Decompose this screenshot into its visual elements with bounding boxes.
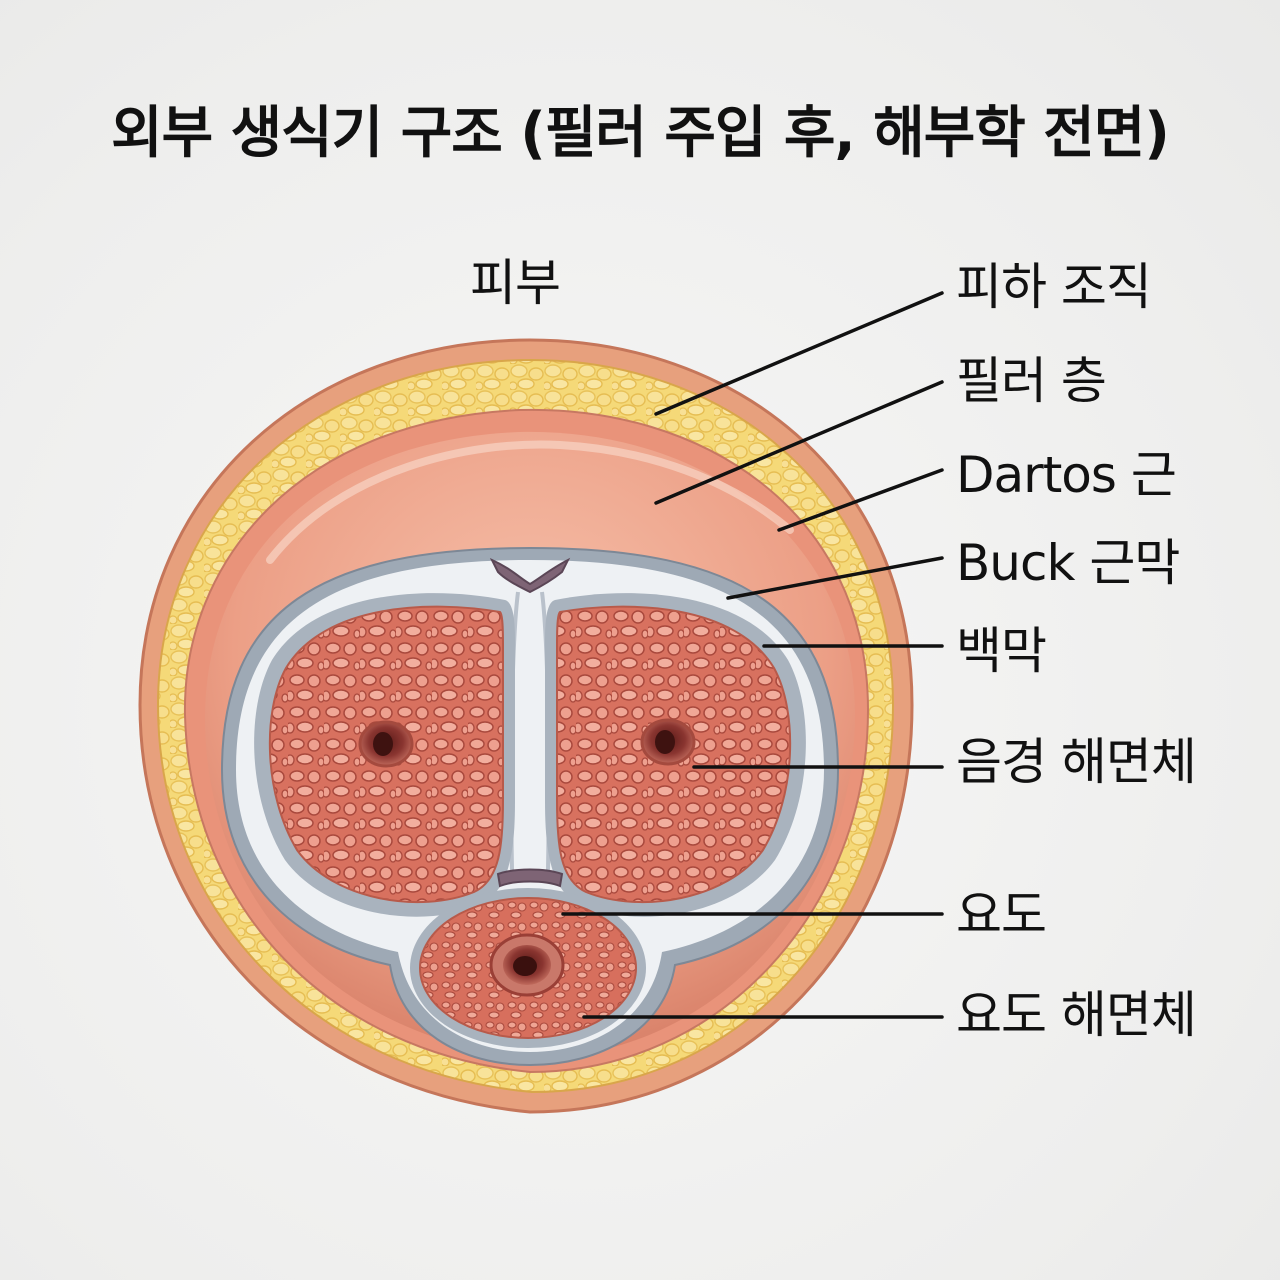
label-tunica: 백막 [956, 622, 1047, 680]
label-skin: 피부 [470, 254, 561, 312]
label-urethra: 요도 [956, 886, 1047, 944]
corpus-cavernosum-right [545, 593, 806, 917]
label-corpus-spongiosum: 요도 해면체 [956, 986, 1197, 1044]
leader-subcutaneous [654, 291, 944, 416]
corpus-cavernosum-left [254, 593, 515, 917]
diagram-title: 외부 생식기 구조 (필러 주입 후, 해부학 전면) [111, 101, 1170, 166]
label-filler-layer: 필러 층 [956, 352, 1107, 410]
ventral-vessel [496, 868, 564, 888]
dorsal-vein [489, 557, 571, 594]
label-bucks-fascia: Buck 근막 [956, 534, 1180, 592]
leader-filler [654, 380, 944, 505]
label-subcutaneous: 피하 조직 [956, 258, 1152, 316]
urethra [489, 933, 565, 997]
leader-lines [561, 291, 944, 1019]
label-corpus-cavernosum: 음경 해면체 [956, 733, 1197, 791]
leader-bucks [726, 556, 944, 600]
label-dartos: Dartos 근 [956, 446, 1177, 504]
leader-dartos [777, 468, 944, 532]
